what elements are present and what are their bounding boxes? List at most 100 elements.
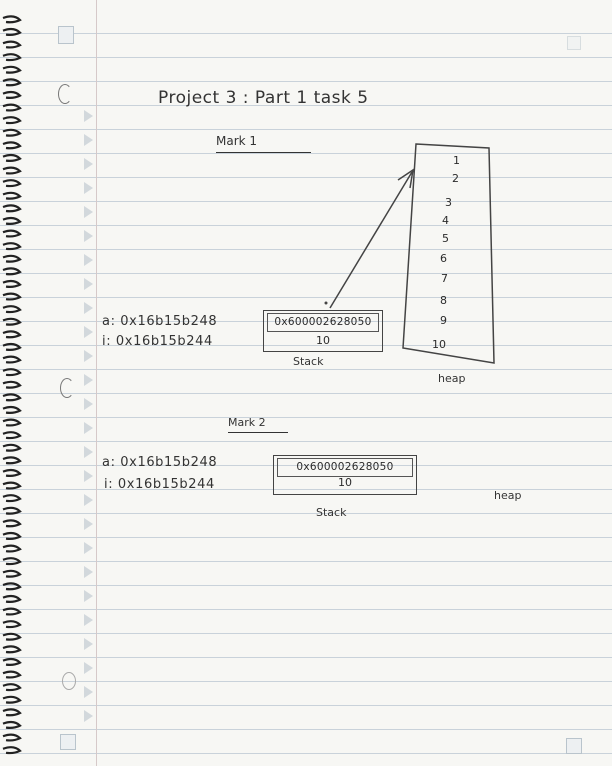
spiral-coil	[2, 166, 22, 175]
page-title: Project 3 : Part 1 task 5	[158, 88, 369, 108]
spiral-coil	[2, 279, 22, 288]
margin-triangle-icon	[84, 566, 93, 578]
margin-triangle-icon	[84, 638, 93, 650]
spiral-coil	[2, 78, 22, 87]
punch-hole-icon	[58, 84, 72, 104]
mark2-var-a: a: 0x16b15b248	[102, 455, 218, 470]
pointer-arrow	[329, 171, 413, 309]
margin-triangle-icon	[84, 590, 93, 602]
page-corner-icon	[567, 36, 581, 50]
spiral-coil	[2, 569, 22, 578]
spiral-coil	[2, 431, 22, 440]
heap-item: 3	[445, 196, 452, 209]
spiral-coil	[2, 179, 22, 188]
margin-triangle-icon	[84, 134, 93, 146]
margin-triangle-icon	[84, 278, 93, 290]
spiral-coil	[2, 15, 22, 24]
heap-item: 2	[452, 172, 459, 185]
mark2-var-i: i: 0x16b15b244	[104, 477, 215, 492]
spiral-coil	[2, 746, 22, 755]
spiral-coil	[2, 141, 22, 150]
spiral-coil	[2, 204, 22, 213]
spiral-coil	[2, 267, 22, 276]
heap-item: 5	[442, 232, 449, 245]
mark2-stack-box: 0x600002628050 10	[273, 455, 417, 495]
spiral-coil	[2, 645, 22, 654]
margin-triangle-icon	[84, 158, 93, 170]
margin-triangle-icon	[84, 374, 93, 386]
mark2-stack-pointer: 0x600002628050	[277, 458, 413, 477]
margin-triangle-icon	[84, 254, 93, 266]
mark2-stack-int: 10	[338, 476, 352, 489]
page-corner-icon	[566, 738, 582, 754]
mark2-heading: Mark 2	[228, 416, 288, 433]
spiral-coil	[2, 607, 22, 616]
margin-triangle-icon	[84, 326, 93, 338]
spiral-coil	[2, 393, 22, 402]
spiral-coil	[2, 27, 22, 36]
spiral-coil	[2, 494, 22, 503]
spiral-coil	[2, 443, 22, 452]
mark2-stack-label: Stack	[316, 506, 347, 519]
punch-hole-icon	[62, 672, 76, 690]
margin-triangle-icon	[84, 110, 93, 122]
spiral-binding	[2, 15, 22, 755]
mark1-stack-box: 0x600002628050 10	[263, 310, 383, 352]
spiral-coil	[2, 531, 22, 540]
margin-triangle-icon	[84, 206, 93, 218]
spiral-coil	[2, 468, 22, 477]
spiral-coil	[2, 65, 22, 74]
margin-triangle-icon	[84, 614, 93, 626]
page-corner-icon	[60, 734, 76, 750]
margin-triangle-icon	[84, 494, 93, 506]
spiral-coil	[2, 355, 22, 364]
spiral-coil	[2, 305, 22, 314]
spiral-coil	[2, 368, 22, 377]
spiral-coil	[2, 620, 22, 629]
spiral-coil	[2, 582, 22, 591]
spiral-coil	[2, 544, 22, 553]
margin-triangle-icon	[84, 230, 93, 242]
margin-triangle-icon	[84, 182, 93, 194]
spiral-coil	[2, 683, 22, 692]
spiral-coil	[2, 380, 22, 389]
margin-triangle-icon	[84, 470, 93, 482]
spiral-coil	[2, 191, 22, 200]
spiral-coil	[2, 695, 22, 704]
spiral-coil	[2, 242, 22, 251]
spiral-coil	[2, 317, 22, 326]
spiral-coil	[2, 594, 22, 603]
margin-triangle-icon	[84, 350, 93, 362]
margin-triangle-icon	[84, 542, 93, 554]
heap-item: 7	[441, 272, 448, 285]
mark1-heading: Mark 1	[216, 134, 311, 153]
heap-item: 9	[440, 314, 447, 327]
spiral-coil	[2, 216, 22, 225]
page-corner-icon	[58, 26, 74, 44]
spiral-coil	[2, 670, 22, 679]
spiral-coil	[2, 90, 22, 99]
spiral-coil	[2, 519, 22, 528]
mark1-heap-label: heap	[438, 372, 466, 385]
spiral-coil	[2, 116, 22, 125]
mark1-stack-label: Stack	[293, 355, 324, 368]
margin-triangle-icon	[84, 710, 93, 722]
spiral-coil	[2, 405, 22, 414]
spiral-coil	[2, 103, 22, 112]
margin-triangle-icon	[84, 422, 93, 434]
spiral-coil	[2, 733, 22, 742]
mark2-heap-label: heap	[494, 489, 522, 502]
spiral-coil	[2, 720, 22, 729]
heap-item: 6	[440, 252, 447, 265]
spiral-coil	[2, 342, 22, 351]
mark1-var-i: i: 0x16b15b244	[102, 334, 213, 349]
spiral-coil	[2, 53, 22, 62]
spiral-coil	[2, 254, 22, 263]
mark1-stack-pointer: 0x600002628050	[267, 313, 379, 332]
spiral-coil	[2, 481, 22, 490]
margin-line	[96, 0, 97, 766]
spiral-coil	[2, 40, 22, 49]
spiral-coil	[2, 456, 22, 465]
